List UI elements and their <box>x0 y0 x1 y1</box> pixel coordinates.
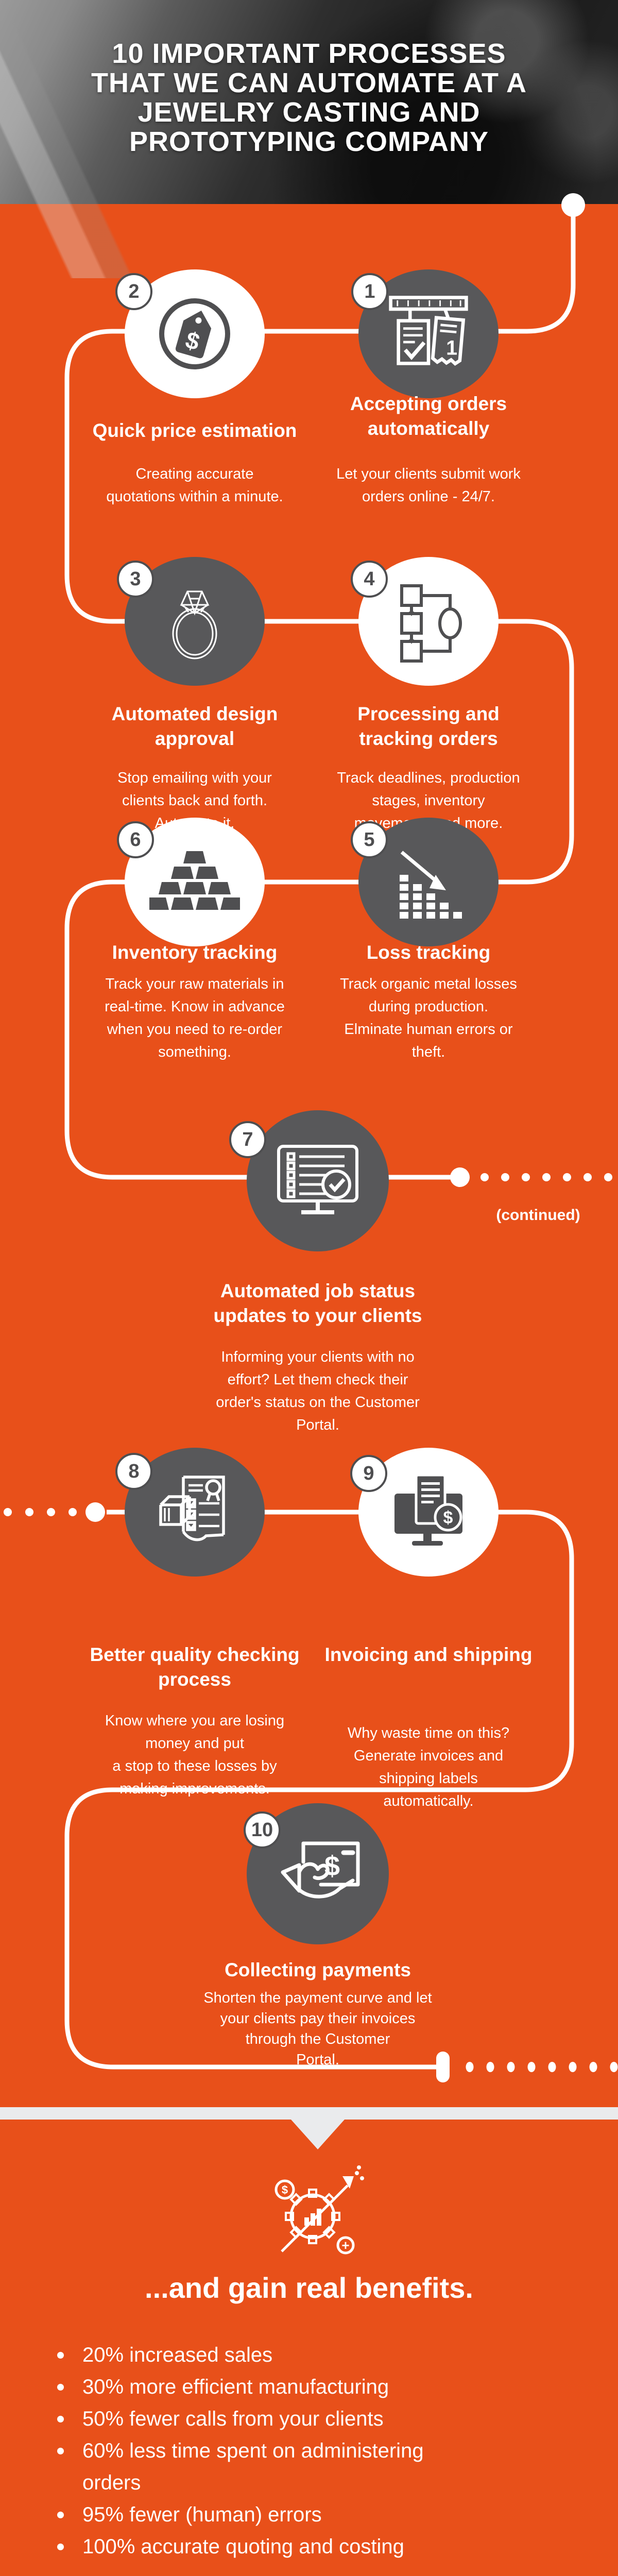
svg-text:+: + <box>341 2238 349 2253</box>
item-number-badge: 9 <box>350 1455 387 1492</box>
order-receipts-icon: 1 <box>389 296 468 366</box>
item-number: 1 <box>364 280 375 302</box>
benefit-item: 100% accurate quoting and costing <box>54 2531 479 2563</box>
item-desc: Informing your clients with no effort? L… <box>216 1349 420 1433</box>
hand-payment-icon: $ <box>281 1841 360 1899</box>
invoice-monitor-icon: $ <box>394 1473 462 1546</box>
header-photo: 10 IMPORTANT PROCESSES THAT WE CAN AUTOM… <box>0 0 618 278</box>
item-circle <box>247 1110 389 1251</box>
item-number-badge: 10 <box>244 1811 281 1849</box>
gear-growth-icon: $ + <box>274 2165 364 2255</box>
item-number: 10 <box>251 1819 273 1841</box>
item-number-badge: 6 <box>117 821 154 858</box>
item-number: 6 <box>130 828 141 851</box>
item-number-badge: 7 <box>229 1121 266 1158</box>
item-title: Invoicing and shipping <box>324 1644 533 1665</box>
benefits-list: 20% increased sales 30% more efficient m… <box>54 2339 518 2563</box>
item-desc: Track organic metal losses during produc… <box>340 976 517 1060</box>
item-circle: 1 <box>358 269 499 398</box>
divider-arrow-notch <box>291 2120 345 2149</box>
item-number: 4 <box>364 568 375 590</box>
item-title: Inventory tracking <box>112 942 278 963</box>
continued-label: (continued) <box>496 1207 580 1224</box>
item-number: 5 <box>364 828 375 851</box>
item-number: 2 <box>128 280 140 302</box>
item-number: 7 <box>242 1128 253 1150</box>
benefit-item: 20% increased sales <box>54 2339 479 2371</box>
benefits-icon-wrap: $ + <box>261 2159 374 2272</box>
flowchart-icon <box>400 584 462 663</box>
item-number-badge: 8 <box>115 1453 152 1490</box>
item-number-badge: 2 <box>115 273 152 310</box>
path-start-dot <box>561 193 585 217</box>
item-title: Loss tracking <box>366 942 491 963</box>
item-desc: Know where you are losing money and put … <box>105 1713 285 1797</box>
benefit-item: 95% fewer (human) errors <box>54 2499 479 2531</box>
item-desc: Track your raw materials in real-time. K… <box>105 976 285 1060</box>
page-title: 10 IMPORTANT PROCESSES THAT WE CAN AUTOM… <box>91 38 527 157</box>
item-title: Automated job status updates to your cli… <box>213 1280 422 1326</box>
item-title: Better quality checking process <box>90 1644 300 1690</box>
item-title: Accepting orders automatically <box>350 393 507 439</box>
item-title: Collecting payments <box>225 1959 411 1980</box>
item-circle: $ <box>358 1448 499 1577</box>
item-title: Quick price estimation <box>92 420 297 441</box>
status-monitor-icon <box>277 1145 358 1214</box>
item-number-badge: 5 <box>351 821 388 858</box>
item-desc: Why waste time on this? Generate invoice… <box>347 1725 510 1809</box>
svg-text:1: 1 <box>446 336 457 359</box>
diamond-ring-icon <box>172 590 217 659</box>
item-number: 3 <box>130 568 141 590</box>
svg-text:$: $ <box>324 1851 340 1882</box>
benefit-item: 30% more efficient manufacturing <box>54 2371 479 2403</box>
path-segment-bottom <box>64 1510 574 2070</box>
quality-certificate-icon <box>159 1476 225 1541</box>
item-title: Automated design approval <box>111 703 278 749</box>
item-number-badge: 4 <box>351 561 388 598</box>
item-title: Processing and tracking orders <box>357 703 500 749</box>
item-number-badge: 3 <box>117 561 154 598</box>
item-desc: Shorten the payment curve and let your c… <box>203 1990 432 2068</box>
item-number: 8 <box>128 1460 140 1482</box>
item-desc: Creating accurate quotations within a mi… <box>106 466 283 505</box>
item-circle <box>125 557 265 686</box>
item-circle: $ <box>125 269 265 398</box>
loss-chart-icon <box>400 851 462 919</box>
path-segment-top <box>64 205 576 1180</box>
item-number-badge: 1 <box>351 273 388 310</box>
benefit-item: 60% less time spent on administering ord… <box>54 2435 479 2499</box>
price-tag-icon: $ <box>159 298 230 369</box>
benefits-title: ...and gain real benefits. <box>145 2272 473 2304</box>
gold-bars-icon <box>149 851 240 910</box>
section-divider-band <box>0 2107 618 2120</box>
item-number: 9 <box>363 1462 374 1484</box>
item-desc: Let your clients submit work orders onli… <box>336 466 521 505</box>
svg-text:$: $ <box>282 2183 288 2196</box>
benefit-item: 50% fewer calls from your clients <box>54 2403 479 2435</box>
svg-text:$: $ <box>443 1508 453 1528</box>
